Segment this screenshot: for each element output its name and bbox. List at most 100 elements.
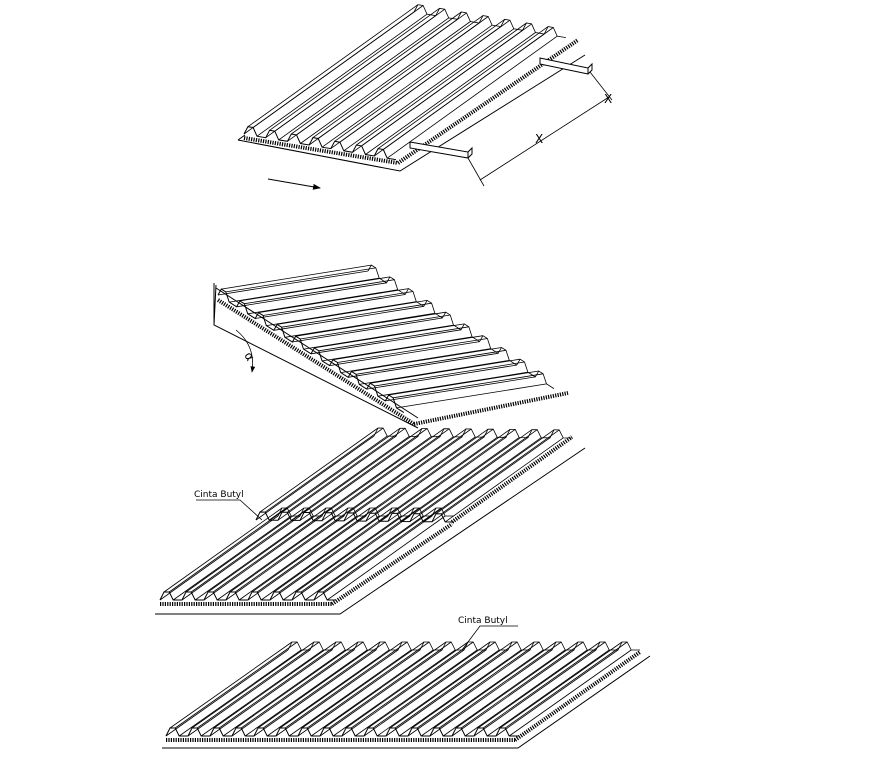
sheet-profile — [243, 126, 396, 161]
rib-line — [440, 429, 560, 515]
rib-line — [257, 641, 381, 729]
rib-line — [247, 515, 367, 601]
rib-line — [300, 507, 420, 593]
rib-line — [291, 515, 411, 601]
rib-line — [244, 279, 395, 305]
rib-line — [278, 507, 398, 593]
figure-3-end-lap: Cinta Butyl — [155, 427, 586, 615]
rib-line — [286, 427, 406, 513]
rib-line — [444, 437, 564, 523]
rib-line — [218, 641, 342, 729]
butyl-tape-1-leader — [196, 499, 263, 521]
rib-line — [239, 276, 390, 302]
fig4-base-line — [162, 655, 651, 749]
rib-line — [451, 649, 575, 737]
rib-line — [207, 507, 327, 593]
rib-line — [236, 282, 387, 308]
rib-line — [317, 507, 437, 593]
rib-line — [396, 429, 516, 514]
rib-line — [312, 436, 432, 521]
rib-line — [352, 428, 472, 514]
rib-line — [277, 300, 428, 325]
rib-line — [313, 515, 433, 601]
rib-line — [386, 35, 558, 159]
rib-line — [455, 641, 579, 729]
rib-line — [429, 649, 553, 737]
rib-line — [420, 649, 544, 737]
rib-line — [332, 649, 456, 737]
rib-line — [295, 507, 415, 593]
dimension-tick-x: X — [604, 92, 612, 106]
fig1-purlin-near — [409, 141, 473, 159]
rib-line — [291, 11, 462, 135]
rib-line — [251, 507, 371, 593]
fig2-front-edge-hatch — [216, 298, 416, 426]
rib-line — [200, 649, 324, 737]
rib-line — [374, 428, 494, 514]
rib-line — [339, 19, 511, 143]
rib-line — [345, 641, 469, 729]
figure-1-sheet-on-purlins: X X — [237, 4, 613, 190]
rib-line — [370, 358, 521, 384]
rib-line — [495, 649, 619, 737]
butyl-tape-2-label: Cinta Butyl — [458, 616, 508, 626]
fig1-side-edge-hatch — [396, 38, 580, 165]
rib-line — [258, 288, 409, 313]
rib-line — [504, 641, 628, 729]
sheet-back-edge — [413, 4, 566, 38]
rib-line — [244, 649, 368, 737]
fig1-front-edge-hatch — [243, 136, 399, 165]
rib-line — [341, 649, 465, 737]
rib-line — [411, 641, 535, 729]
fig1-corrugations — [243, 4, 566, 161]
rib-line — [343, 436, 463, 522]
rib-line — [460, 641, 584, 729]
rib-line — [303, 428, 423, 513]
rib-line — [438, 641, 562, 729]
fig2-corrugations — [217, 264, 555, 414]
rib-line — [296, 12, 467, 136]
rib-line — [269, 515, 389, 601]
right-arrow-icon — [267, 178, 321, 190]
rib-line — [281, 427, 401, 513]
rib-line — [247, 4, 419, 128]
fig2-bottom-edge-hatch — [413, 391, 569, 426]
rib-line — [310, 329, 462, 355]
rib-line — [297, 649, 421, 737]
rib-line — [385, 649, 509, 737]
figure-4-side-lap: Cinta Butyl — [162, 616, 651, 749]
rib-line — [277, 435, 397, 521]
rib-line — [374, 361, 525, 387]
rib-line — [326, 515, 446, 601]
rib-line — [209, 649, 333, 737]
rib-line — [317, 16, 489, 139]
rib-line — [229, 507, 349, 593]
rib-line — [394, 641, 518, 729]
rib-line — [407, 649, 531, 737]
fig1-dimension: X X — [467, 71, 613, 187]
rib-line — [473, 649, 597, 737]
rib-line — [400, 437, 520, 522]
sheet-back-edge — [277, 507, 454, 517]
rib-line — [284, 641, 408, 729]
rib-line — [181, 515, 301, 601]
rib-line — [377, 26, 549, 149]
rib-line — [169, 641, 293, 729]
butyl-tape-1-label: Cinta Butyl — [194, 490, 244, 500]
rib-line — [225, 515, 345, 601]
rib-line — [508, 649, 632, 737]
rib-line — [274, 8, 446, 132]
rib-line — [366, 364, 517, 390]
rib-line — [396, 383, 547, 409]
rib-line — [351, 347, 502, 372]
rib-line — [314, 323, 465, 349]
rib-line — [300, 314, 451, 340]
rib-line — [365, 32, 536, 155]
rib-line — [255, 435, 375, 521]
rib-line — [255, 294, 406, 319]
rib-line — [376, 649, 500, 737]
rib-line — [348, 352, 499, 378]
rib-line — [292, 317, 443, 343]
rib-line — [262, 291, 414, 316]
rib-line — [194, 515, 314, 601]
